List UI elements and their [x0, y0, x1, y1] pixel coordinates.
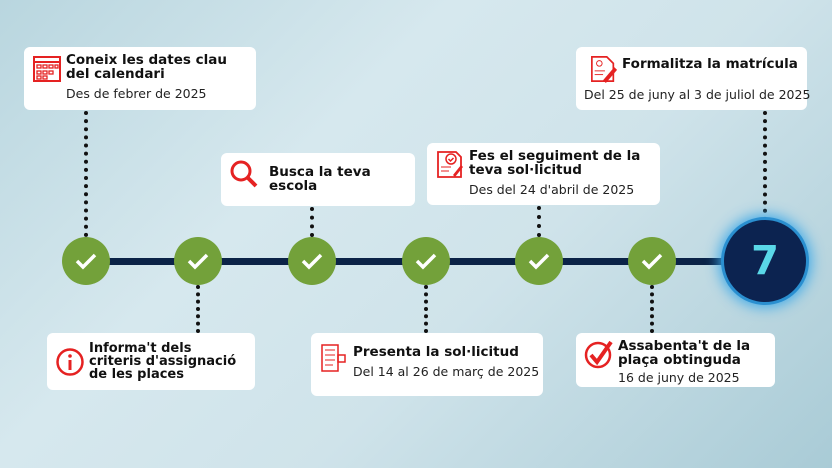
step-card-6: Assabenta't de la plaça obtinguda 16 de j… — [576, 333, 775, 387]
connector — [84, 111, 88, 237]
step-title: Formalitza la matrícula — [622, 56, 798, 72]
step-2-done — [174, 237, 222, 285]
step-date: 16 de juny de 2025 — [618, 370, 740, 385]
current-step: 7 — [724, 220, 806, 302]
step-1-done — [62, 237, 110, 285]
step-date: Des de febrer de 2025 — [66, 86, 207, 101]
step-title: Fes el seguiment de la teva sol·licitud — [469, 148, 641, 178]
info-icon — [56, 347, 84, 376]
connector — [650, 285, 654, 333]
form-icon — [321, 344, 346, 372]
step-title: Assabenta't de la plaça obtinguda — [618, 338, 751, 368]
step-date: Del 25 de juny al 3 de juliol de 2025 — [584, 87, 811, 102]
check-icon — [528, 253, 550, 270]
check-icon — [301, 253, 323, 270]
check-icon — [187, 253, 209, 270]
check-icon — [75, 253, 97, 270]
step-date: Del 14 al 26 de març de 2025 — [353, 364, 540, 379]
step-5-done — [515, 237, 563, 285]
step-title: Informa't dels criteris d'assignació de … — [89, 341, 237, 382]
step-date: Des del 24 d'abril de 2025 — [469, 182, 635, 197]
search-icon — [230, 160, 258, 188]
connector — [763, 111, 767, 221]
step-title: Presenta la sol·licitud — [353, 344, 519, 360]
step-title: Coneix les dates clau del calendari — [66, 52, 227, 82]
check-icon — [415, 253, 437, 270]
calendar-icon — [33, 56, 61, 82]
current-step-number: 7 — [751, 238, 779, 284]
step-title: Busca la teva escola — [269, 164, 371, 194]
step-3-done — [288, 237, 336, 285]
checkmark-icon — [584, 340, 613, 369]
step-card-3: Busca la teva escola — [221, 153, 415, 206]
connector — [537, 206, 541, 237]
check-icon — [641, 253, 663, 270]
step-4-done — [402, 237, 450, 285]
step-card-2: Informa't dels criteris d'assignació de … — [47, 333, 255, 390]
checklist-icon — [437, 151, 463, 178]
document-edit-icon — [591, 56, 618, 83]
connector — [424, 285, 428, 333]
step-card-7: Formalitza la matrícula Del 25 de juny a… — [576, 47, 811, 110]
step-6-done — [628, 237, 676, 285]
connector — [310, 207, 314, 237]
connector — [196, 285, 200, 333]
